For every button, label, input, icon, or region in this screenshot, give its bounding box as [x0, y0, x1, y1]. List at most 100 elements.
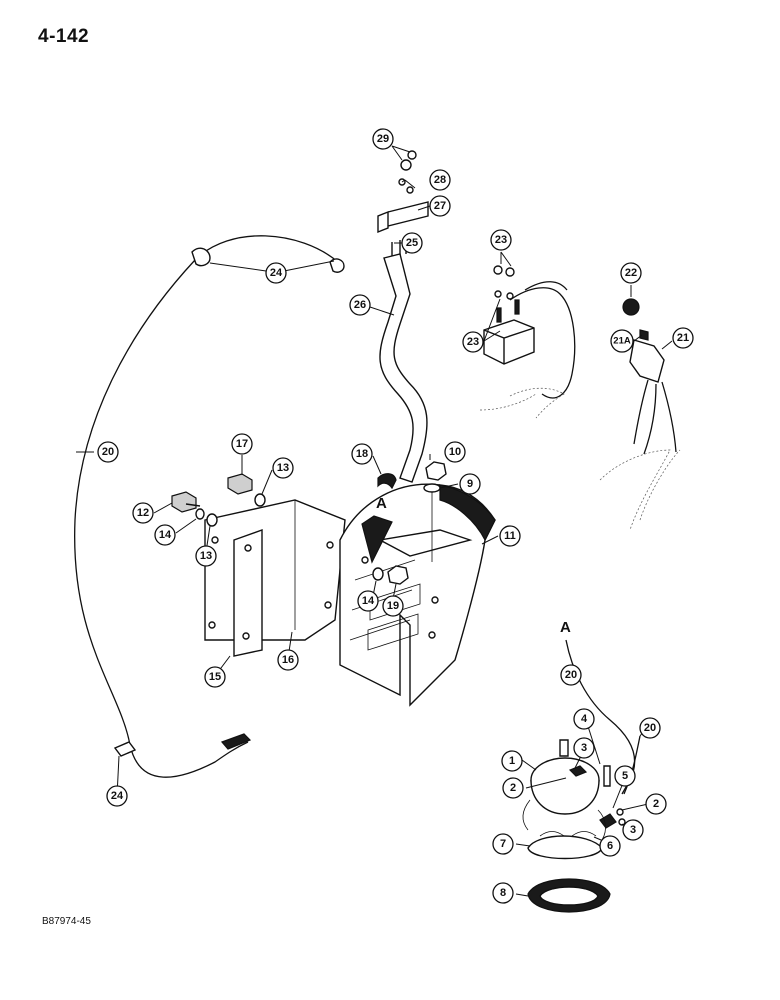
nut-23a	[493, 265, 503, 275]
washer-13b	[206, 513, 218, 527]
svg-text:3: 3	[630, 824, 636, 836]
lockwasher-14b	[372, 567, 384, 581]
svg-text:5: 5	[622, 770, 628, 782]
svg-text:15: 15	[209, 671, 221, 683]
svg-text:24: 24	[270, 267, 283, 279]
spacer-bar-15	[233, 529, 263, 657]
callout-3-top: 3	[573, 737, 595, 759]
callout-20-horn-right: 20	[639, 717, 661, 739]
mounting-plate-16	[204, 499, 346, 641]
svg-text:28: 28	[434, 174, 446, 186]
callout-20-horn-left: 20	[560, 664, 582, 686]
svg-text:2: 2	[510, 782, 516, 794]
svg-text:20: 20	[644, 722, 656, 734]
callout-9: 9	[459, 473, 481, 495]
callout-13-left: 13	[195, 545, 217, 567]
svg-text:19: 19	[387, 600, 399, 612]
harness-wire-20	[74, 235, 339, 778]
washer-9	[423, 483, 441, 493]
terminal-5	[599, 813, 617, 829]
callout-21: 21	[672, 327, 694, 349]
nut-23b	[505, 267, 515, 277]
callout-5: 5	[614, 765, 636, 787]
nut-29b	[407, 150, 417, 160]
clamp-18	[377, 473, 397, 490]
bolt-17	[227, 473, 253, 495]
svg-text:23: 23	[467, 336, 479, 348]
callout-28: 28	[429, 169, 451, 191]
console-outline	[599, 449, 681, 531]
svg-text:23: 23	[495, 234, 507, 246]
wire-clip-top-left	[191, 247, 211, 267]
washer-23b	[506, 292, 514, 300]
callout-7: 7	[492, 833, 514, 855]
svg-text:7: 7	[500, 838, 506, 850]
svg-text:1: 1	[509, 755, 515, 767]
wire-connector-bottom	[220, 733, 252, 750]
svg-text:14: 14	[362, 595, 375, 607]
page-number: 4-142	[38, 26, 90, 47]
nut-19	[387, 565, 409, 585]
callout-29: 29	[372, 128, 394, 150]
washer-13a	[254, 493, 266, 507]
callout-20-harness: 20	[97, 441, 119, 463]
svg-text:18: 18	[356, 448, 368, 460]
callout-21a: 21A	[610, 329, 634, 353]
svg-text:2: 2	[653, 798, 659, 810]
switch-21	[629, 339, 665, 383]
lockwasher-14a	[195, 508, 205, 520]
nut-10	[425, 461, 447, 481]
view-label-a-bottom: A	[560, 619, 571, 636]
callout-23-top: 23	[490, 229, 512, 251]
view-label-a-top: A	[376, 495, 387, 512]
callout-11: 11	[499, 525, 521, 547]
svg-text:13: 13	[277, 462, 289, 474]
svg-text:14: 14	[159, 529, 172, 541]
callout-8: 8	[492, 882, 514, 904]
svg-text:12: 12	[137, 507, 149, 519]
callout-13-top: 13	[272, 457, 294, 479]
svg-text:3: 3	[581, 742, 587, 754]
callout-2-right: 2	[645, 793, 667, 815]
svg-text:26: 26	[354, 299, 366, 311]
view-arrow-a	[361, 515, 393, 564]
svg-text:9: 9	[467, 478, 473, 490]
washer-23a	[494, 290, 502, 298]
callout-19: 19	[382, 595, 404, 617]
circuit-breaker-23	[483, 319, 535, 365]
svg-text:11: 11	[504, 530, 516, 542]
svg-text:29: 29	[377, 133, 389, 145]
svg-text:20: 20	[102, 446, 114, 458]
svg-text:22: 22	[625, 267, 637, 279]
horn-terminal-3	[568, 765, 588, 777]
svg-text:27: 27	[434, 200, 446, 212]
svg-text:24: 24	[111, 790, 124, 802]
svg-text:13: 13	[200, 550, 212, 562]
mounting-bracket-27	[377, 201, 429, 234]
dash-panel-outline	[479, 387, 565, 419]
callout-12: 12	[132, 502, 154, 524]
callout-22: 22	[620, 262, 642, 284]
svg-text:25: 25	[406, 237, 418, 249]
callout-14-left: 14	[154, 524, 176, 546]
callout-14-center: 14	[357, 590, 379, 612]
svg-text:8: 8	[500, 887, 506, 899]
callout-1: 1	[501, 750, 523, 772]
callout-27: 27	[429, 195, 451, 217]
callout-6: 6	[599, 835, 621, 857]
conduit-tube-26	[379, 253, 428, 483]
callout-18: 18	[351, 443, 373, 465]
callout-25: 25	[401, 232, 423, 254]
callout-23-side: 23	[462, 331, 484, 353]
callout-15: 15	[204, 666, 226, 688]
svg-text:17: 17	[236, 438, 248, 450]
figure-code: B87974-45	[42, 916, 91, 927]
svg-text:21: 21	[677, 332, 689, 344]
horn-diaphragm-7	[527, 835, 603, 860]
terminal-4	[603, 765, 611, 787]
washer-28b	[406, 186, 414, 194]
nut-29a	[400, 159, 412, 171]
svg-text:20: 20	[565, 669, 577, 681]
callout-2-left: 2	[502, 777, 524, 799]
